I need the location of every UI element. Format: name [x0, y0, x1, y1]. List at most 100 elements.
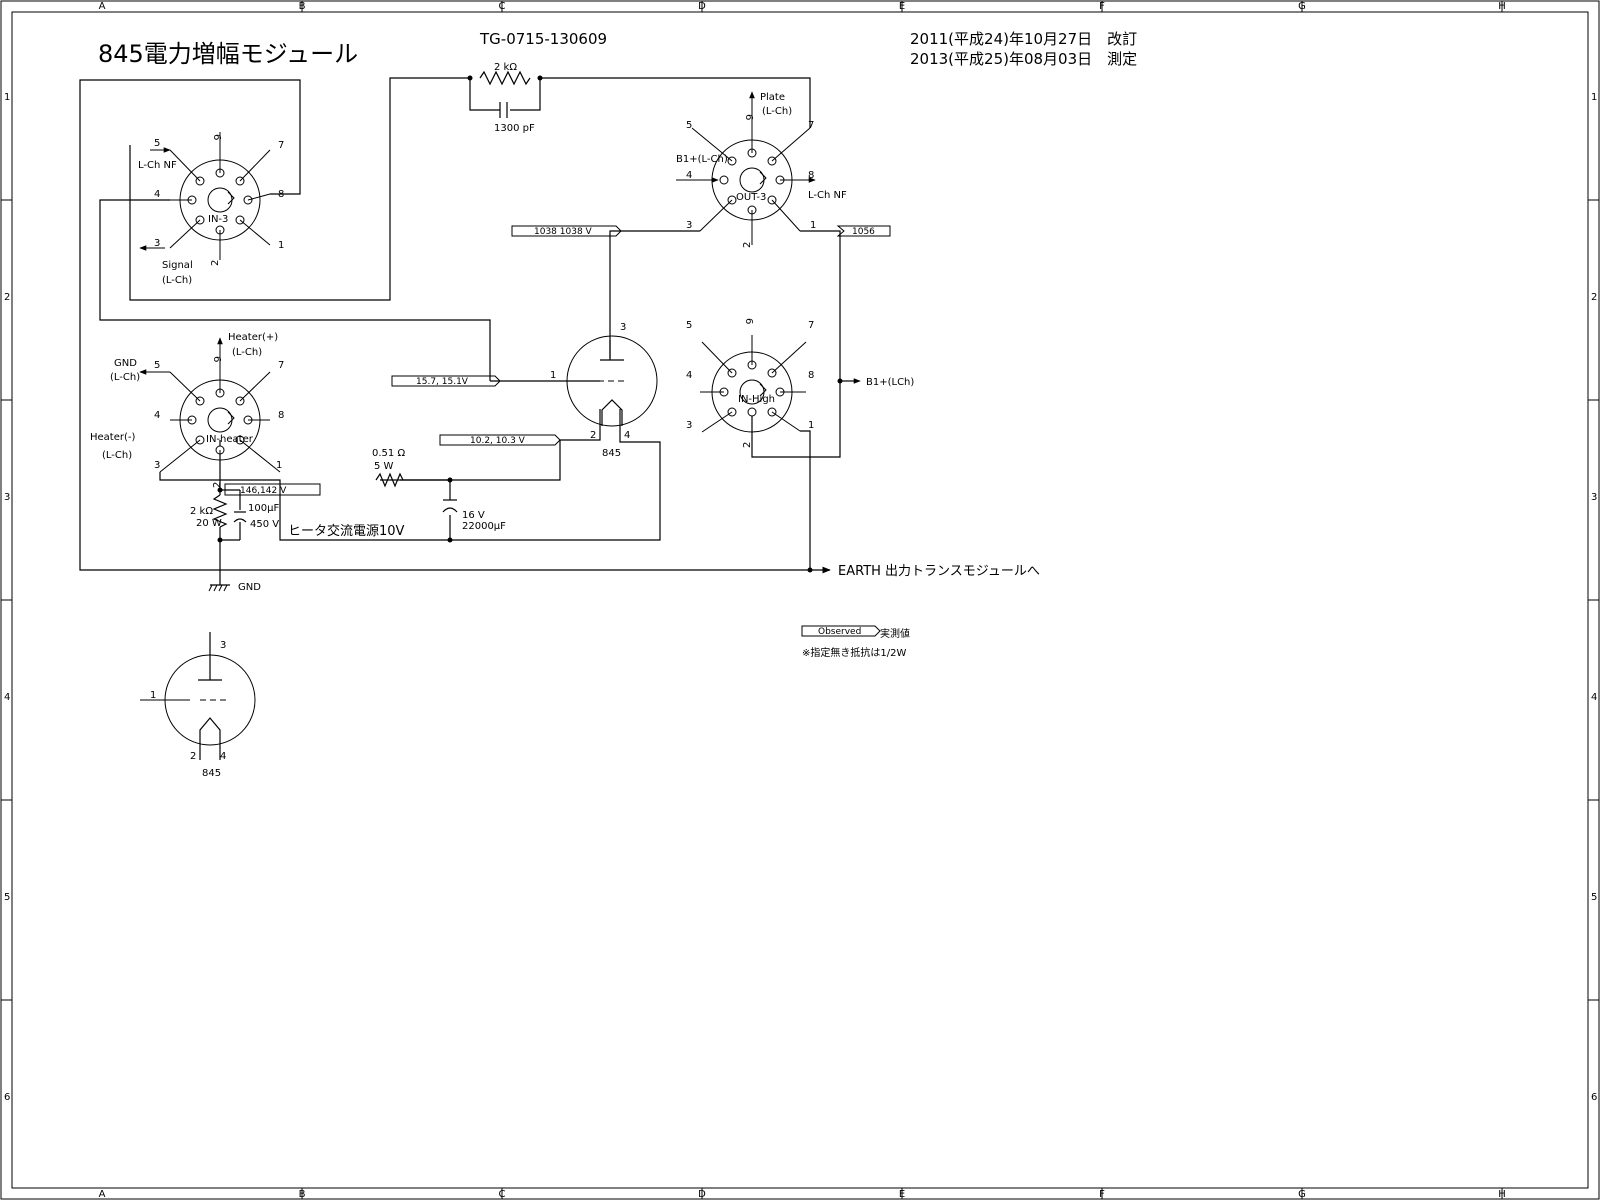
label-text: 1056 [852, 227, 875, 237]
label-text: 0.51 Ω [372, 448, 405, 459]
row-label: 3 [1591, 492, 1597, 503]
label-text: 3 [686, 420, 692, 431]
row-label: 5 [1591, 892, 1597, 903]
label-text: 2 [212, 482, 223, 488]
row-label: 6 [1591, 1092, 1597, 1103]
drawing-number: TG-0715-130609 [479, 30, 607, 48]
label-text: OUT-3 [736, 192, 766, 203]
col-label: G [1298, 1189, 1306, 1200]
col-label: D [698, 1189, 706, 1200]
label-text: 450 V [250, 519, 279, 530]
label-text: 1 [810, 220, 816, 231]
tag-cathode-voltage: 146,142 V [224, 483, 321, 496]
col-label: E [899, 1189, 905, 1200]
row-label: 1 [1591, 92, 1597, 103]
label-text: 実測値 [880, 627, 910, 640]
label-text: 5 [686, 320, 692, 331]
label-text: IN-High [738, 394, 775, 405]
label-text: EARTH 出力トランスモジュールへ [838, 564, 1040, 579]
label-text: 2 [590, 430, 596, 441]
label-text: 5 W [374, 461, 394, 472]
label-text: 20 W [196, 518, 222, 529]
label-text: (L-Ch) [762, 106, 792, 117]
bias-resistor: 2 kΩ 20 W [190, 494, 228, 529]
row-label: 2 [1591, 292, 1597, 303]
label-text: 2 kΩ [190, 506, 213, 517]
socket-in-high: IN-High 1 2 3 4 5 6 7 8 B1+(LCh) [686, 318, 914, 448]
label-text: IN-heater [206, 434, 254, 445]
label-text: Signal [162, 260, 193, 271]
label-text: 4 [686, 370, 692, 381]
row-label: 4 [4, 692, 10, 703]
label-text: 2 [742, 442, 753, 448]
tag-grid-voltage: 15.7, 15.1V [391, 375, 501, 387]
label-text: 8 [808, 170, 814, 181]
earth-output: EARTH 出力トランスモジュールへ [810, 564, 1040, 579]
label-text: Heater(+) [228, 332, 278, 343]
label-text: 8 [278, 189, 284, 200]
col-label: H [1498, 1, 1506, 12]
junction-dots [217, 75, 843, 573]
label-text: 2 kΩ [494, 62, 517, 73]
page-title: 845電力増幅モジュール [98, 40, 358, 68]
col-label: A [99, 1189, 106, 1200]
label-text: Plate [760, 92, 785, 103]
bias-capacitor: 100μF 450 V [233, 503, 279, 530]
nf-capacitor: 1300 pF [494, 102, 535, 134]
label-text: 7 [278, 360, 284, 371]
label-text: (L-Ch) [162, 275, 192, 286]
label-text: ※指定無き抵抗は1/2W [802, 646, 906, 659]
heater-capacitor: 16 V 22000μF [442, 499, 506, 532]
label-text: 1 [808, 420, 814, 431]
socket-out3: OUT-3 1 2 3 4 5 6 7 8 Plate (L-Ch) B1+(L… [676, 91, 847, 248]
socket-in-heater: IN-heater 1 2 3 4 5 6 7 8 Heater(+) (L-C… [90, 332, 284, 488]
label-text: 2 [210, 260, 221, 266]
col-label: C [499, 1, 506, 12]
label-text: 146,142 V [240, 486, 287, 496]
label-text: GND [238, 582, 261, 593]
label-text: 6 [211, 356, 222, 362]
label-text: (L-Ch) [102, 450, 132, 461]
label-text: 7 [808, 320, 814, 331]
tube-845-legend: 3 1 2 4 845 [140, 632, 256, 779]
label-text: L-Ch NF [808, 190, 847, 201]
label-text: 3 [686, 220, 692, 231]
label-text: 1 [550, 370, 556, 381]
label-text: 4 [154, 410, 160, 421]
label-text: B1+(LCh) [866, 377, 914, 388]
label-text: 7 [808, 120, 814, 131]
col-label: C [499, 1189, 506, 1200]
label-text: 10.2, 10.3 V [470, 436, 526, 446]
col-label: F [1099, 1, 1105, 12]
tag-plate-voltage: 1038 1038 V [511, 225, 622, 237]
label-text: 2 [190, 751, 196, 762]
ground-symbol: GND [208, 582, 261, 593]
label-text: 1 [278, 240, 284, 251]
heater-supply-label: ヒータ交流電源10V [288, 523, 405, 539]
tag-b1-voltage: 1056 [836, 225, 891, 237]
label-text: 845 [602, 448, 621, 459]
label-text: 845 [202, 768, 221, 779]
row-label: 4 [1591, 692, 1597, 703]
row-label: 1 [4, 92, 10, 103]
label-text: 6 [211, 134, 222, 140]
label-text: 1038 1038 V [534, 227, 593, 237]
label-text: 5 [154, 138, 160, 149]
label-text: 5 [154, 360, 160, 371]
tube-845: 3 1 2 4 845 [550, 322, 658, 459]
socket-in3: IN-3 1 2 3 4 5 6 7 8 L-Ch NF Signal (L-C… [138, 132, 284, 286]
label-text: 4 [624, 430, 630, 441]
label-text: 3 [220, 640, 226, 651]
row-label: 5 [4, 892, 10, 903]
col-label: A [99, 1, 106, 12]
label-text: L-Ch NF [138, 160, 177, 171]
label-text: 4 [220, 751, 226, 762]
label-text: 16 V [462, 510, 485, 521]
nf-resistor: 2 kΩ [479, 62, 531, 86]
col-label: E [899, 1, 905, 12]
label-text: 5 [686, 120, 692, 131]
row-label: 2 [4, 292, 10, 303]
label-text: 22000μF [462, 521, 506, 532]
